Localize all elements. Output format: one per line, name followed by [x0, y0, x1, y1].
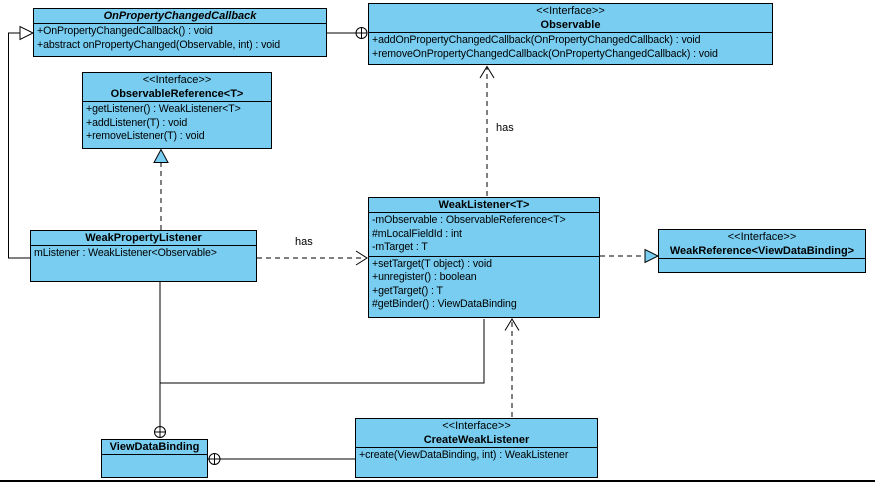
- containment-anchor-viewdatabinding-top[interactable]: [154, 426, 166, 438]
- class-member: +removeListener(T) : void: [86, 130, 205, 142]
- members-section: +OnPropertyChangedCallback() : void +abs…: [34, 23, 326, 56]
- class-title: OnPropertyChangedCallback: [34, 9, 326, 23]
- class-on-property-changed-callback[interactable]: OnPropertyChangedCallback +OnPropertyCha…: [33, 8, 327, 57]
- class-observable-reference[interactable]: <<Interface>> ObservableReference<T> +ge…: [82, 72, 272, 149]
- class-member: +create(ViewDataBinding, int) : WeakList…: [359, 449, 569, 461]
- class-create-weak-listener[interactable]: <<Interface>> CreateWeakListener +create…: [355, 418, 598, 478]
- class-name: WeakListener<T>: [438, 199, 530, 211]
- dependency-edge-createweaklistener-weaklistener[interactable]: [504, 318, 520, 417]
- class-method: +setTarget(T object) : void: [372, 257, 492, 270]
- attributes-section: -mObservable : ObservableReference<T> #m…: [369, 212, 599, 256]
- class-name: ObservableReference<T>: [110, 88, 244, 100]
- class-name: ViewDataBinding: [109, 441, 200, 453]
- methods-section: +setTarget(T object) : void +unregister(…: [369, 255, 599, 318]
- class-name: WeakReference<ViewDataBinding>: [669, 245, 855, 257]
- class-attribute: #mLocalFieldId : int: [372, 227, 462, 240]
- class-view-data-binding[interactable]: ViewDataBinding: [101, 439, 208, 478]
- members-section: mListener : WeakListener<Observable>: [31, 245, 256, 281]
- class-member: +addOnPropertyChangedCallback(OnProperty…: [372, 34, 701, 46]
- class-title: <<Interface>> ObservableReference<T>: [83, 73, 271, 101]
- class-stereotype: <<Interface>>: [442, 420, 511, 432]
- realization-edge-weaklistener-weakreference[interactable]: [600, 248, 660, 264]
- class-member: mListener : WeakListener<Observable>: [34, 247, 217, 259]
- class-method: +getTarget() : T: [372, 284, 443, 297]
- class-stereotype: <<Interface>>: [727, 231, 797, 243]
- class-member: +addListener(T) : void: [86, 116, 188, 129]
- dependency-edge-has-weaklistener-observable[interactable]: [479, 65, 495, 197]
- class-name: Observable: [540, 19, 601, 31]
- class-weak-reference[interactable]: <<Interface>> WeakReference<ViewDataBind…: [658, 229, 866, 273]
- class-method: +unregister() : boolean: [372, 271, 477, 283]
- class-method: #getBinder() : ViewDataBinding: [372, 298, 517, 310]
- association-edge-weaklistener-viewdatabinding[interactable]: [159, 282, 485, 427]
- class-title: WeakPropertyListener: [31, 231, 256, 245]
- canvas-bottom-edge: [0, 480, 875, 482]
- class-member: +getListener() : WeakListener<T>: [86, 103, 241, 115]
- class-attribute: -mObservable : ObservableReference<T>: [372, 214, 566, 226]
- class-title: ViewDataBinding: [102, 440, 207, 454]
- edge-label-has-horizontal: has: [295, 236, 313, 248]
- class-weak-property-listener[interactable]: WeakPropertyListener mListener : WeakLis…: [30, 230, 257, 282]
- edge-label-has-vertical: has: [496, 122, 514, 134]
- class-name: CreateWeakListener: [423, 434, 530, 446]
- containment-edge-observable-onpropertychangedcallback[interactable]: [327, 27, 368, 39]
- class-name: WeakPropertyListener: [85, 232, 202, 244]
- class-observable[interactable]: <<Interface>> Observable +addOnPropertyC…: [368, 3, 773, 65]
- empty-section: [102, 454, 207, 477]
- class-member: +OnPropertyChangedCallback() : void: [37, 25, 213, 37]
- class-member: +removeOnPropertyChangedCallback(OnPrope…: [372, 47, 718, 60]
- class-title: <<Interface>> Observable: [369, 4, 772, 32]
- members-section: +create(ViewDataBinding, int) : WeakList…: [356, 447, 597, 477]
- empty-section: [659, 258, 865, 272]
- class-weak-listener[interactable]: WeakListener<T> -mObservable : Observabl…: [368, 197, 600, 318]
- members-section: +addOnPropertyChangedCallback(OnProperty…: [369, 32, 772, 64]
- class-member: +abstract onPropertyChanged(Observable, …: [37, 38, 281, 51]
- class-name: OnPropertyChangedCallback: [103, 10, 257, 22]
- class-stereotype: <<Interface>>: [142, 74, 212, 86]
- class-title: <<Interface>> CreateWeakListener: [356, 419, 597, 447]
- class-attribute: -mTarget : T: [372, 241, 428, 253]
- class-title: WeakListener<T>: [369, 198, 599, 212]
- members-section: +getListener() : WeakListener<T> +addLis…: [83, 101, 271, 148]
- dependency-edge-has-weakpropertylistener-weaklistener[interactable]: [257, 250, 368, 266]
- realization-edge-weakpropertylistener-observablereference[interactable]: [153, 148, 169, 231]
- class-title: <<Interface>> WeakReference<ViewDataBind…: [659, 230, 865, 258]
- generalization-edge-weakpropertylistener-onpropertychangedcallback[interactable]: [8, 25, 35, 259]
- class-stereotype: <<Interface>>: [536, 5, 605, 17]
- containment-edge-viewdatabinding-createweaklistener[interactable]: [208, 453, 355, 465]
